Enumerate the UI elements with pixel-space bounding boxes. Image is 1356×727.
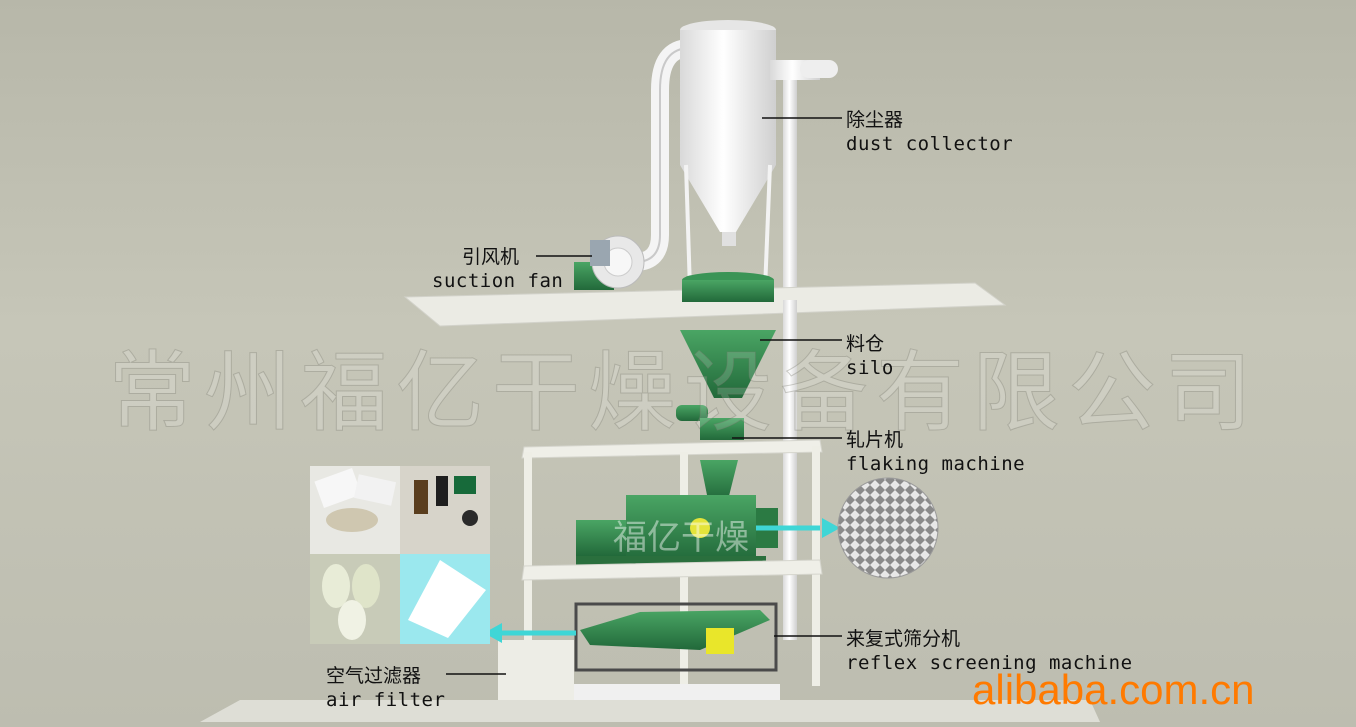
output-arrow: [484, 623, 576, 643]
air-filter-box: [498, 640, 574, 700]
label-flaking-machine-en: flaking machine: [846, 453, 1026, 475]
screening-machine-unit: [574, 602, 778, 672]
site-watermark: alibaba.com.cn: [972, 666, 1255, 713]
lower-platform: [521, 559, 823, 581]
label-air-filter-zh: 空气过滤器: [326, 665, 422, 687]
product-photos: [310, 466, 490, 644]
label-dust-collector-en: dust collector: [846, 133, 1014, 155]
silo-cone: [680, 330, 776, 398]
dust-collector-unit: [680, 20, 838, 291]
label-air-filter: 空气过滤器 air filter: [326, 664, 445, 712]
suction-fan-unit: [574, 235, 645, 290]
company-watermark: 常州福亿干燥设备有限公司: [107, 341, 1261, 445]
label-silo: 料仓 silo: [846, 332, 894, 380]
label-silo-en: silo: [846, 357, 894, 379]
flaking-machine-unit: [576, 495, 778, 568]
label-dust-collector-zh: 除尘器: [846, 109, 904, 131]
leader-lines: [446, 117, 842, 675]
brand-watermark: 福亿干燥: [613, 518, 749, 558]
return-pipe: [783, 300, 797, 640]
label-screening-machine-zh: 来复式筛分机: [846, 628, 961, 650]
upper-platform: [403, 282, 1007, 327]
mid-platform-top: [521, 439, 823, 459]
label-silo-zh: 料仓: [846, 333, 885, 355]
label-air-filter-en: air filter: [326, 689, 446, 711]
label-suction-fan: 引风机 suction fan: [432, 245, 563, 293]
label-flaking-machine-zh: 轧片机: [846, 429, 904, 451]
label-screening-machine: 来复式筛分机 reflex screening machine: [846, 627, 1133, 675]
label-suction-fan-zh: 引风机: [462, 246, 520, 268]
roller-closeup: [837, 477, 939, 579]
suction-duct: [620, 39, 691, 271]
flake-arrow: [756, 518, 840, 538]
label-flaking-machine: 轧片机 flaking machine: [846, 428, 1025, 476]
label-suction-fan-en: suction fan: [432, 270, 564, 292]
ground-slab: [200, 700, 1100, 722]
label-screening-machine-en: reflex screening machine: [846, 652, 1133, 674]
label-dust-collector: 除尘器 dust collector: [846, 108, 1013, 156]
